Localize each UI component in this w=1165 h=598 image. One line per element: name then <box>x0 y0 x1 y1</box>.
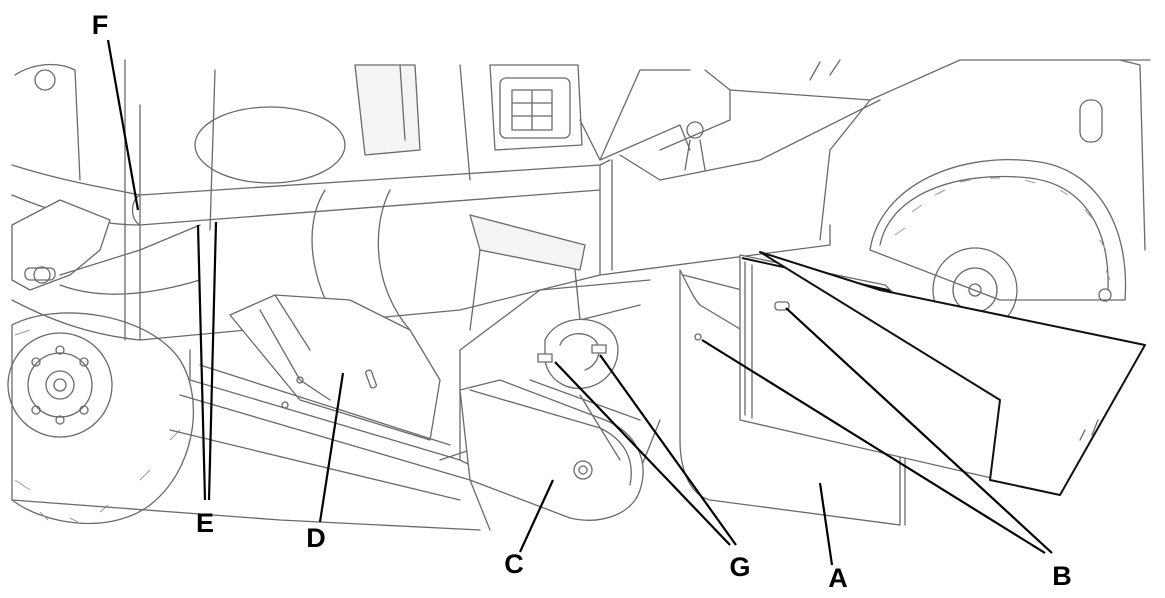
leader-g-1 <box>554 361 731 546</box>
leader-f <box>106 39 140 211</box>
left-wheel <box>7 312 195 525</box>
left-bracket <box>11 199 201 295</box>
leader-e-2 <box>207 221 218 501</box>
leader-b-2 <box>785 307 1053 554</box>
upper-body <box>14 59 1151 251</box>
callout-label-e: E <box>196 508 214 538</box>
callout-label-g: G <box>729 552 750 582</box>
leader-d <box>318 372 345 523</box>
callout-label-c: C <box>504 549 524 579</box>
callout-label-a: A <box>828 563 848 593</box>
leader-b-1 <box>701 339 1046 554</box>
callout-label-f: F <box>92 10 109 40</box>
belt-cover <box>459 379 644 521</box>
leader-e-1 <box>196 224 207 501</box>
leader-g-2 <box>599 354 737 546</box>
callout-label-b: B <box>1052 561 1072 591</box>
leader-c <box>519 479 554 553</box>
callout-leaders <box>106 39 1053 566</box>
machine-linework <box>7 59 1151 531</box>
leader-a <box>818 482 834 566</box>
right-wheel <box>869 159 1127 333</box>
side-shield <box>739 251 1146 496</box>
callout-label-d: D <box>306 523 326 553</box>
callout-labels: F E D C G A B <box>92 10 1072 593</box>
chute-assembly <box>229 214 641 441</box>
